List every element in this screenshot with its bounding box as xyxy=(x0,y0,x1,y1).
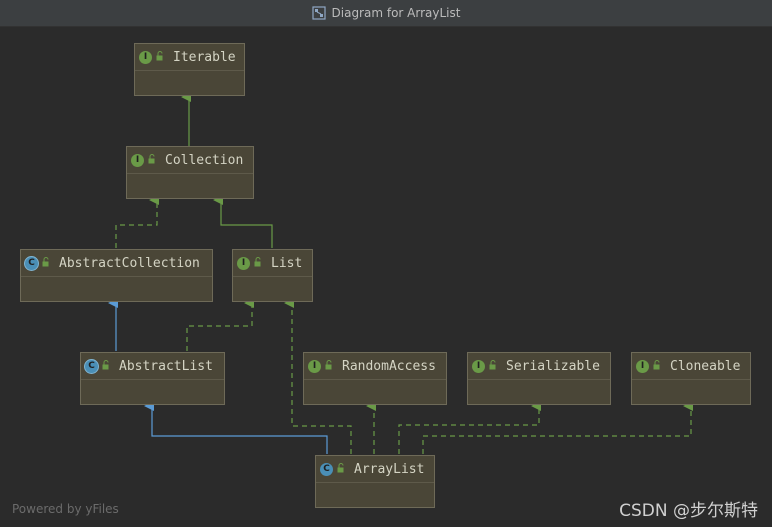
node-iterable[interactable]: I Iterable xyxy=(134,43,245,96)
node-random-access[interactable]: I RandomAccess xyxy=(303,352,447,405)
node-label: Serializable xyxy=(506,358,600,374)
edge-abstractlist-list xyxy=(186,298,254,351)
edge-list-collection xyxy=(213,195,273,248)
interface-icon: I xyxy=(636,359,649,373)
node-label: Iterable xyxy=(173,49,236,65)
node-label: AbstractList xyxy=(119,358,213,374)
interface-icon: I xyxy=(308,359,321,373)
node-members xyxy=(21,277,212,301)
node-members xyxy=(135,71,244,95)
edge-arraylist-abstractlist xyxy=(144,401,328,454)
lock-open-icon xyxy=(325,359,334,374)
node-label: ArrayList xyxy=(354,461,425,477)
interface-icon: I xyxy=(472,359,485,373)
interface-icon: I xyxy=(131,153,144,167)
edge-arraylist-serializable xyxy=(398,401,541,454)
node-label: Collection xyxy=(165,152,244,168)
class-icon: C xyxy=(320,462,333,476)
lock-open-icon xyxy=(42,256,51,271)
interface-icon: I xyxy=(139,50,152,64)
node-label: List xyxy=(271,255,303,271)
node-members xyxy=(316,483,434,507)
node-members xyxy=(127,174,253,198)
lock-open-icon xyxy=(148,153,157,168)
lock-open-icon xyxy=(489,359,498,374)
node-members xyxy=(233,277,312,301)
node-list[interactable]: I List xyxy=(232,249,313,302)
lock-open-icon xyxy=(254,256,263,271)
watermark-text: CSDN @步尔斯特 xyxy=(619,501,758,521)
lock-open-icon xyxy=(102,359,111,374)
lock-open-icon xyxy=(156,50,165,65)
lock-open-icon xyxy=(653,359,662,374)
lock-open-icon xyxy=(337,462,346,477)
window-title: Diagram for ArrayList xyxy=(331,6,461,20)
node-members xyxy=(468,380,610,404)
abstract-class-icon: C xyxy=(85,359,98,373)
abstract-class-icon: C xyxy=(25,256,38,270)
node-cloneable[interactable]: I Cloneable xyxy=(631,352,751,405)
node-members xyxy=(632,380,750,404)
node-label: Cloneable xyxy=(670,358,741,374)
node-array-list[interactable]: C ArrayList xyxy=(315,455,435,508)
node-label: RandomAccess xyxy=(342,358,436,374)
edge-arraylist-cloneable xyxy=(422,401,693,454)
node-abstract-list[interactable]: C AbstractList xyxy=(80,352,225,405)
node-members xyxy=(304,380,446,404)
node-label: AbstractCollection xyxy=(59,255,200,271)
node-serializable[interactable]: I Serializable xyxy=(467,352,611,405)
node-abstract-collection[interactable]: C AbstractCollection xyxy=(20,249,213,302)
diagram-icon xyxy=(311,6,326,20)
edge-arraylist-list xyxy=(284,298,352,454)
edge-abstractcollection-collection xyxy=(115,195,159,248)
interface-icon: I xyxy=(237,256,250,270)
node-collection[interactable]: I Collection xyxy=(126,146,254,199)
powered-by-label: Powered by yFiles xyxy=(12,502,119,516)
node-members xyxy=(81,380,224,404)
window-title-bar: Diagram for ArrayList xyxy=(0,0,772,27)
